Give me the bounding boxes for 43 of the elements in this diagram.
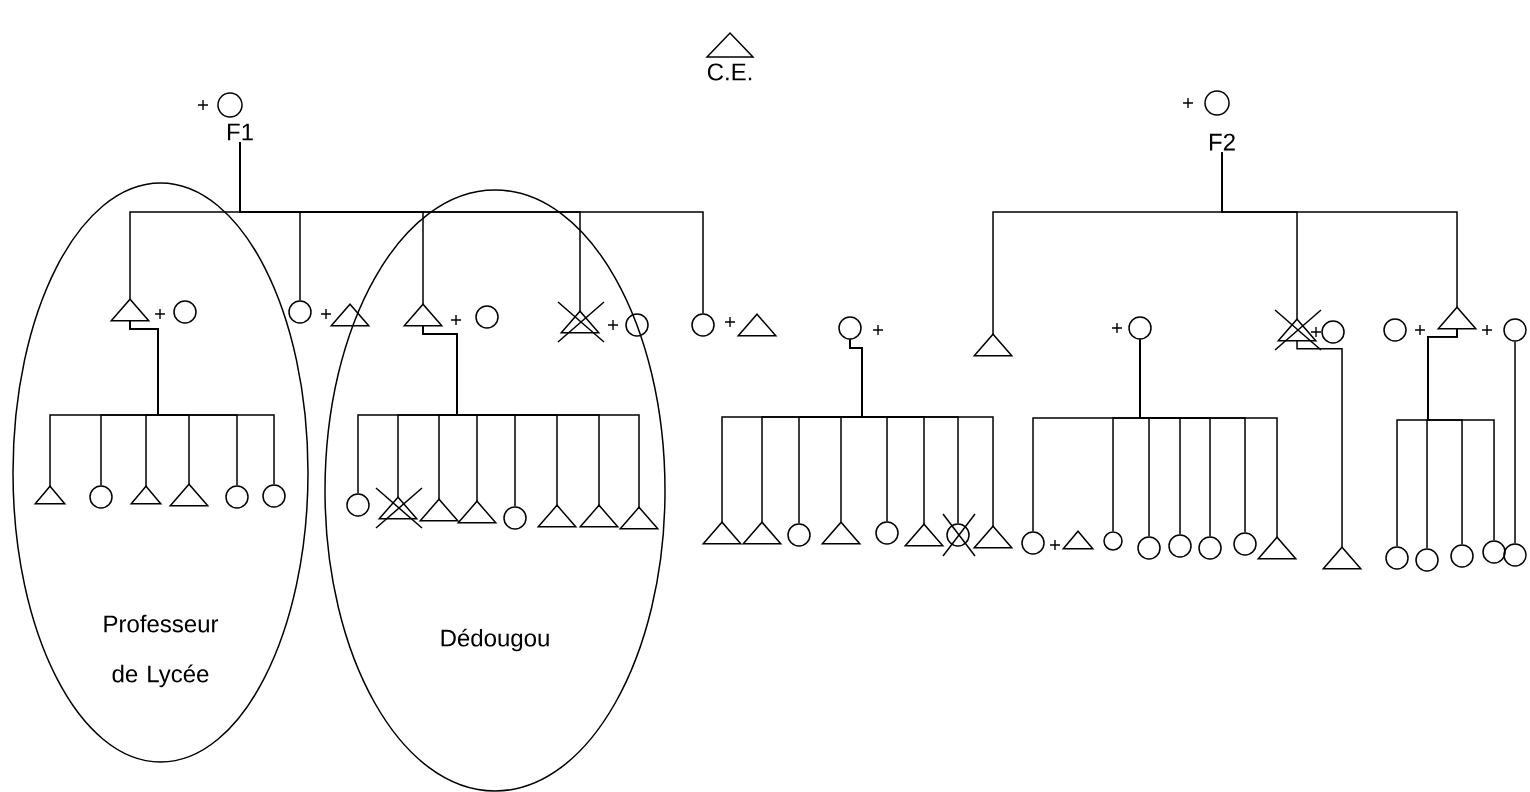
circle-symbol <box>1103 531 1123 551</box>
crossed-out-circle <box>942 513 976 557</box>
circle-symbol <box>1450 544 1474 568</box>
descent-line <box>129 320 275 485</box>
circle-symbol <box>1198 536 1222 560</box>
circle-symbol <box>1128 316 1152 340</box>
crossed-out-triangle <box>557 301 605 343</box>
descent-line <box>1221 151 1458 308</box>
circle-symbol <box>875 521 899 545</box>
circle-symbol <box>1503 543 1527 567</box>
circle-symbol <box>1233 532 1257 556</box>
node-label: F2 <box>1209 133 1235 151</box>
descent-line <box>239 141 704 314</box>
node-label: F1 <box>227 123 253 141</box>
circle-symbol <box>1503 318 1527 342</box>
descent-line <box>1296 340 1343 548</box>
circle-symbol <box>1021 531 1045 555</box>
circle-symbol <box>1383 318 1407 342</box>
circle-symbol <box>89 485 113 509</box>
circle-symbol <box>173 300 197 324</box>
circle-symbol <box>288 300 312 324</box>
circle-symbol <box>1168 534 1192 558</box>
circle-symbol <box>1321 320 1345 344</box>
circle-symbol <box>262 484 286 508</box>
descent-line <box>849 339 994 527</box>
circle-symbol <box>503 506 527 530</box>
circle-symbol <box>1415 548 1439 572</box>
descent-line <box>1514 341 1516 544</box>
descent-line <box>1139 339 1278 538</box>
circle-symbol <box>225 485 249 509</box>
crossed-out-triangle <box>375 487 423 529</box>
circle-symbol <box>346 493 370 517</box>
circle-symbol <box>625 313 649 337</box>
circle-symbol <box>1385 546 1409 570</box>
circle-symbol <box>838 316 862 340</box>
circle-symbol <box>1482 540 1506 564</box>
circle-symbol <box>475 305 499 329</box>
crossed-out-triangle <box>1274 309 1322 351</box>
circle-symbol <box>787 523 811 547</box>
circle-symbol <box>691 313 715 337</box>
node-label: C.E. <box>707 63 752 81</box>
descent-line <box>1427 328 1495 541</box>
circle-symbol <box>1137 536 1161 560</box>
